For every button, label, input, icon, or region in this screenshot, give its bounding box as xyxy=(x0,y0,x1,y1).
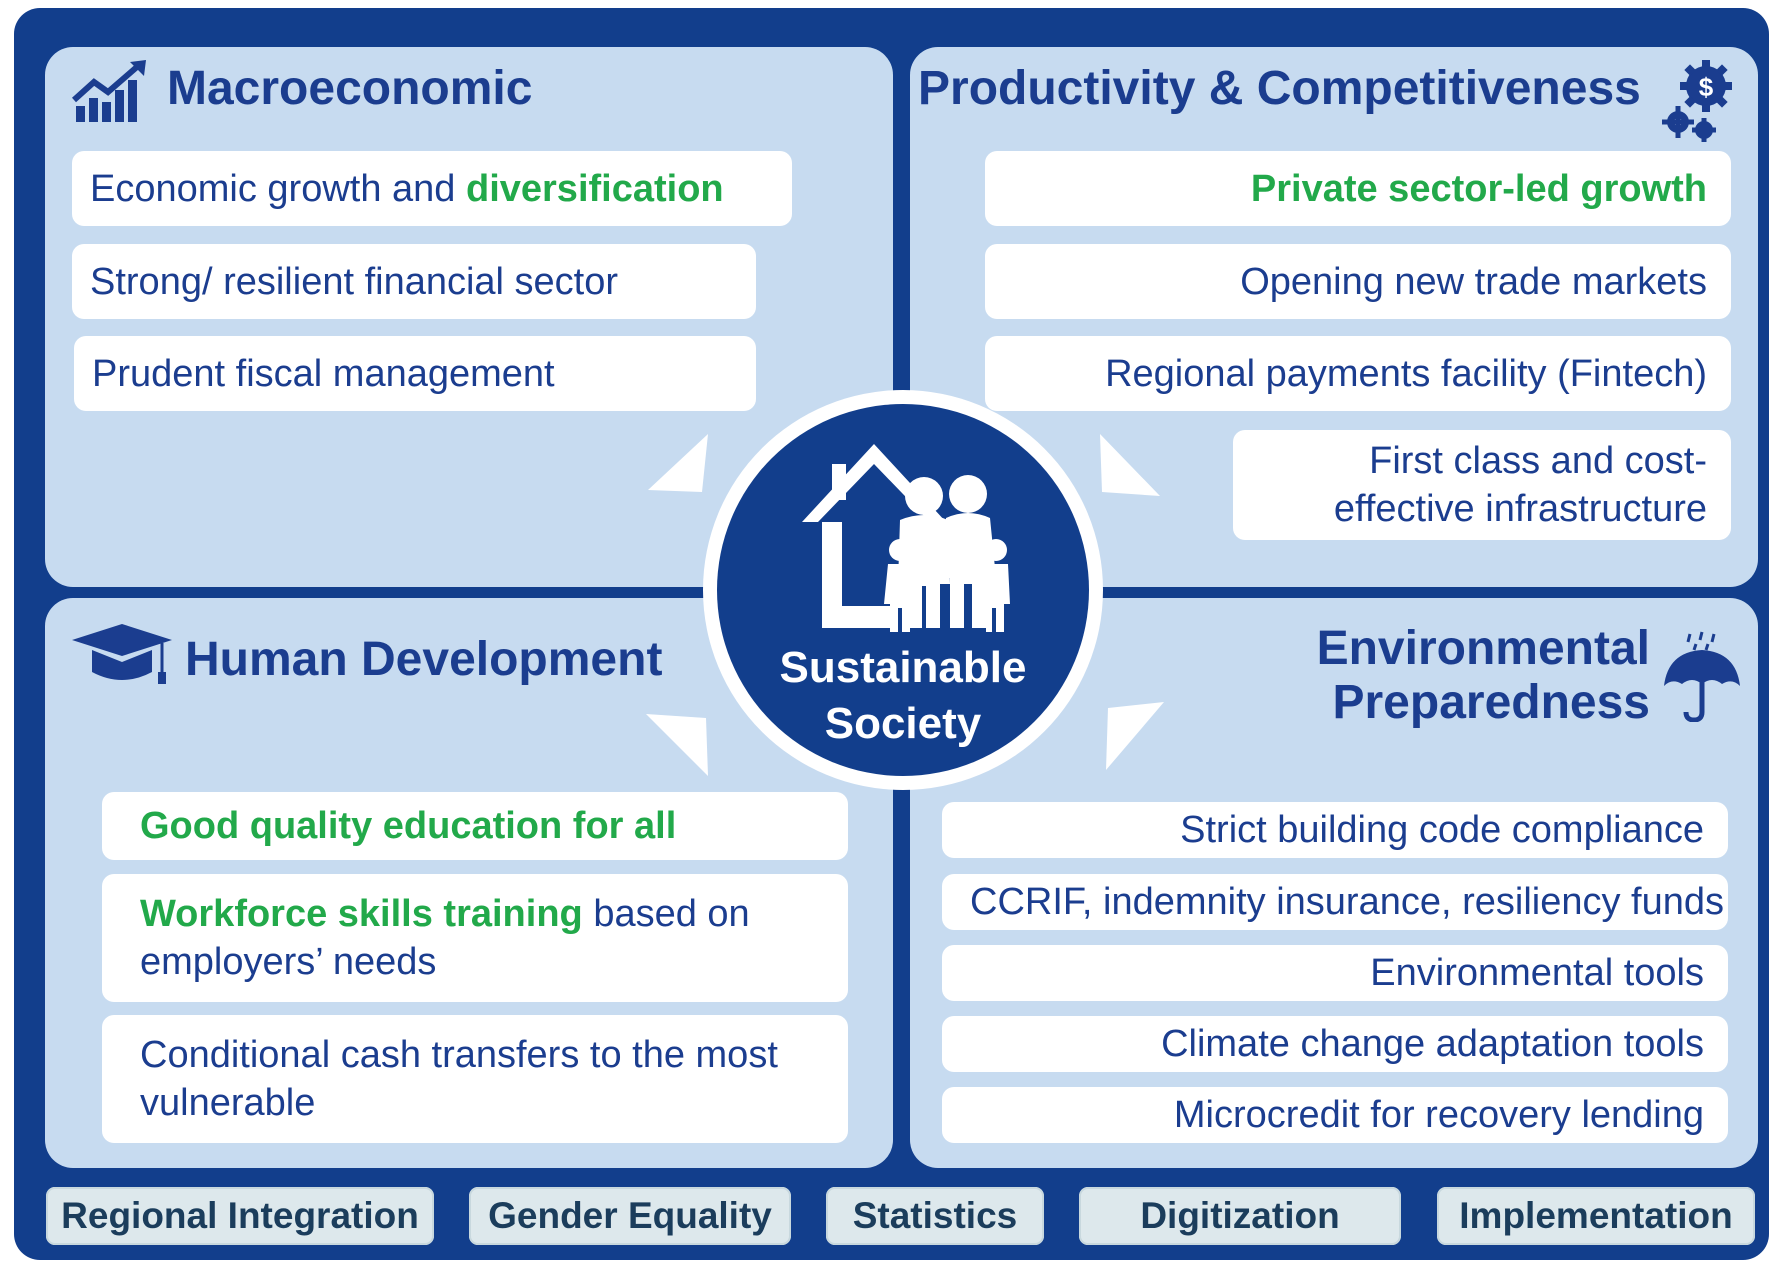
macro-item-growth: Economic growth and diversification xyxy=(72,151,792,226)
pill-gender-equality: Gender Equality xyxy=(469,1187,791,1245)
env-item-ccrif: CCRIF, indemnity insurance, resiliency f… xyxy=(942,874,1728,930)
graduation-cap-icon xyxy=(72,624,172,684)
macro-item-fiscal: Prudent fiscal management xyxy=(74,336,756,411)
productivity-item-trade: Opening new trade markets xyxy=(985,244,1731,319)
pill-digitization: Digitization xyxy=(1079,1187,1401,1245)
human-item-workforce-line2: employers’ needs xyxy=(140,941,437,983)
productivity-item-infrastructure-line2: effective infrastructure xyxy=(1333,488,1707,530)
human-item-education: Good quality education for all xyxy=(102,792,848,860)
productivity-item-infrastructure-line1: First class and cost- xyxy=(1369,440,1707,482)
env-item-climate-tools: Climate change adaptation tools xyxy=(942,1016,1728,1072)
hub-label-line2: Society xyxy=(824,699,982,748)
productivity-title: Productivity & Competitiveness xyxy=(918,62,1641,115)
productivity-item-payments: Regional payments facility (Fintech) xyxy=(985,336,1731,411)
environmental-title-line1: Environmental xyxy=(1316,622,1650,675)
family-house-icon xyxy=(802,444,1010,632)
pill-regional-integration: Regional Integration xyxy=(46,1187,434,1245)
human-development-title: Human Development xyxy=(185,633,663,686)
productivity-item-infrastructure: First class and cost- effective infrastr… xyxy=(1233,430,1731,540)
pill-statistics: Statistics xyxy=(826,1187,1044,1245)
human-item-workforce: Workforce skills training based on emplo… xyxy=(102,874,848,1002)
env-item-microcredit: Microcredit for recovery lending xyxy=(942,1087,1728,1143)
env-item-environmental-tools: Environmental tools xyxy=(942,945,1728,1001)
human-item-workforce-highlight: Workforce skills training xyxy=(140,893,583,935)
environmental-title-line2: Preparedness xyxy=(1332,675,1650,729)
human-item-workforce-rest: based on xyxy=(582,893,750,935)
umbrella-rain-icon xyxy=(1664,631,1740,722)
macroeconomic-title: Macroeconomic xyxy=(167,62,533,115)
svg-text:$: $ xyxy=(1699,72,1714,102)
human-item-education-text: Good quality education for all xyxy=(140,805,677,847)
environmental-title: Environmental Preparedness xyxy=(1250,622,1650,730)
human-item-cash-transfers-line2: vulnerable xyxy=(140,1082,316,1124)
human-item-cash-transfers-line1: Conditional cash transfers to the most xyxy=(140,1034,778,1076)
hub-label-line1: Sustainable xyxy=(779,643,1027,692)
env-item-building-code: Strict building code compliance xyxy=(942,802,1728,858)
pill-implementation: Implementation xyxy=(1437,1187,1755,1245)
macro-item-growth-text: Economic growth and xyxy=(90,167,466,210)
macro-item-financial: Strong/ resilient financial sector xyxy=(72,244,756,319)
arrow-from-environmental xyxy=(1106,702,1164,770)
arrow-from-human-development xyxy=(646,714,708,776)
growth-chart-icon xyxy=(72,60,146,122)
human-item-cash-transfers: Conditional cash transfers to the most v… xyxy=(102,1015,848,1143)
dollar-gears-icon: $ xyxy=(1662,60,1732,142)
productivity-item-private-sector-text: Private sector-led growth xyxy=(1250,167,1707,210)
arrow-from-macroeconomic xyxy=(648,434,708,492)
productivity-item-private-sector: Private sector-led growth xyxy=(985,151,1731,226)
arrow-from-productivity xyxy=(1100,434,1160,496)
human-item-workforce-line1: Workforce skills training based on xyxy=(140,890,750,938)
macro-item-growth-highlight: diversification xyxy=(465,167,724,210)
